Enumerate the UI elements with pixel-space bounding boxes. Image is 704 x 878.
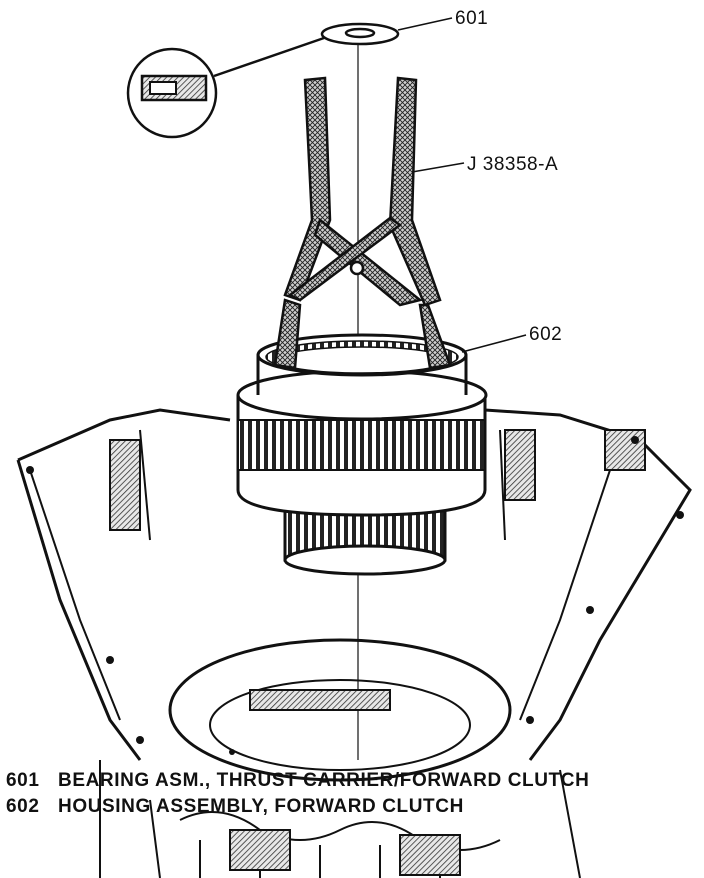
legend-number: 602 xyxy=(6,796,40,817)
parts-legend: 601 BEARING ASM., THRUST CARRIER/FORWARD… xyxy=(6,768,696,820)
case-bolt-holes xyxy=(26,436,684,755)
bearing-detail-view xyxy=(126,36,325,139)
tool-j38358a xyxy=(273,76,452,370)
leader-lines xyxy=(397,17,527,353)
legend-item-601: 601 BEARING ASM., THRUST CARRIER/FORWARD… xyxy=(6,768,696,794)
transmission-case xyxy=(16,408,692,878)
legend-description: BEARING ASM., THRUST CARRIER/FORWARD CLU… xyxy=(58,770,590,791)
forward-clutch-housing xyxy=(236,333,488,576)
thrust-bearing-601 xyxy=(320,22,400,46)
callout-601: 601 xyxy=(455,8,488,29)
legend-number: 601 xyxy=(6,770,40,791)
legend-item-602: 602 HOUSING ASSEMBLY, FORWARD CLUTCH xyxy=(6,794,696,820)
legend-description: HOUSING ASSEMBLY, FORWARD CLUTCH xyxy=(58,796,464,817)
callout-j38358a: J 38358-A xyxy=(467,154,558,175)
callout-602: 602 xyxy=(529,324,562,345)
